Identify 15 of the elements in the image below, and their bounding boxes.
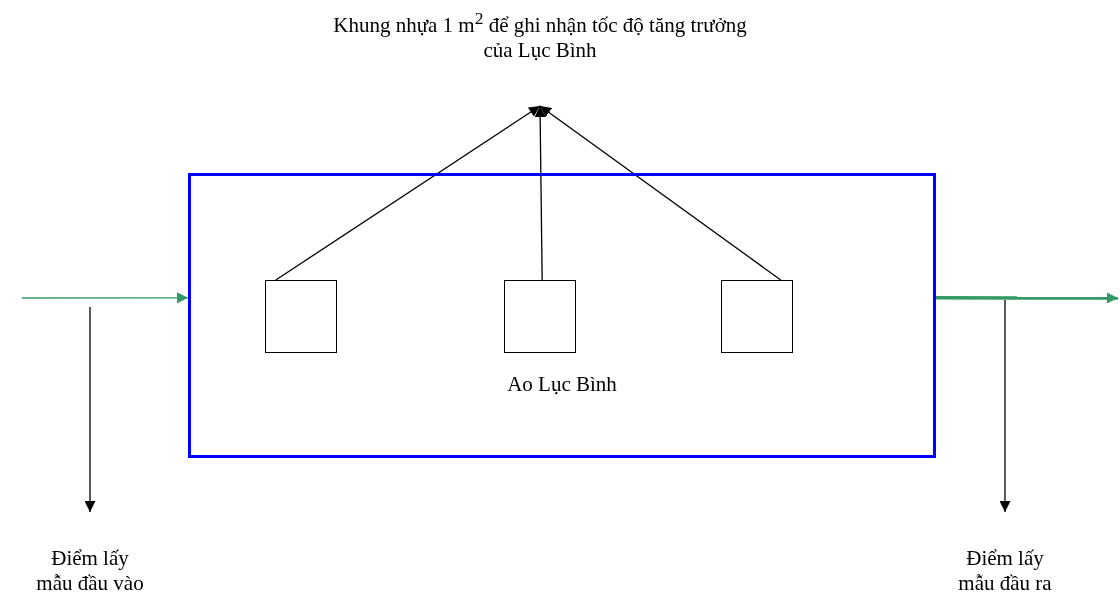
arrow <box>539 105 782 281</box>
arrow <box>84 306 96 513</box>
arrow <box>21 292 189 304</box>
pond-box <box>188 173 936 458</box>
node-label: Điểm lấy mẫu đầu vào <box>35 546 145 596</box>
arrow <box>275 105 541 281</box>
frame-square <box>721 280 793 353</box>
arrow <box>534 105 546 281</box>
arrow <box>936 292 1118 304</box>
arrow <box>999 299 1011 513</box>
frame-square <box>504 280 576 353</box>
node-label: Khung nhựa 1 m$^{2}$ để ghi nhận tốc độ tăng trưởng của Lục Bình <box>332 7 748 63</box>
frame-square <box>265 280 337 353</box>
node-label: Điểm lấy mẫu đầu ra <box>957 546 1053 596</box>
node-label: Ao Lục Bình <box>506 372 618 397</box>
